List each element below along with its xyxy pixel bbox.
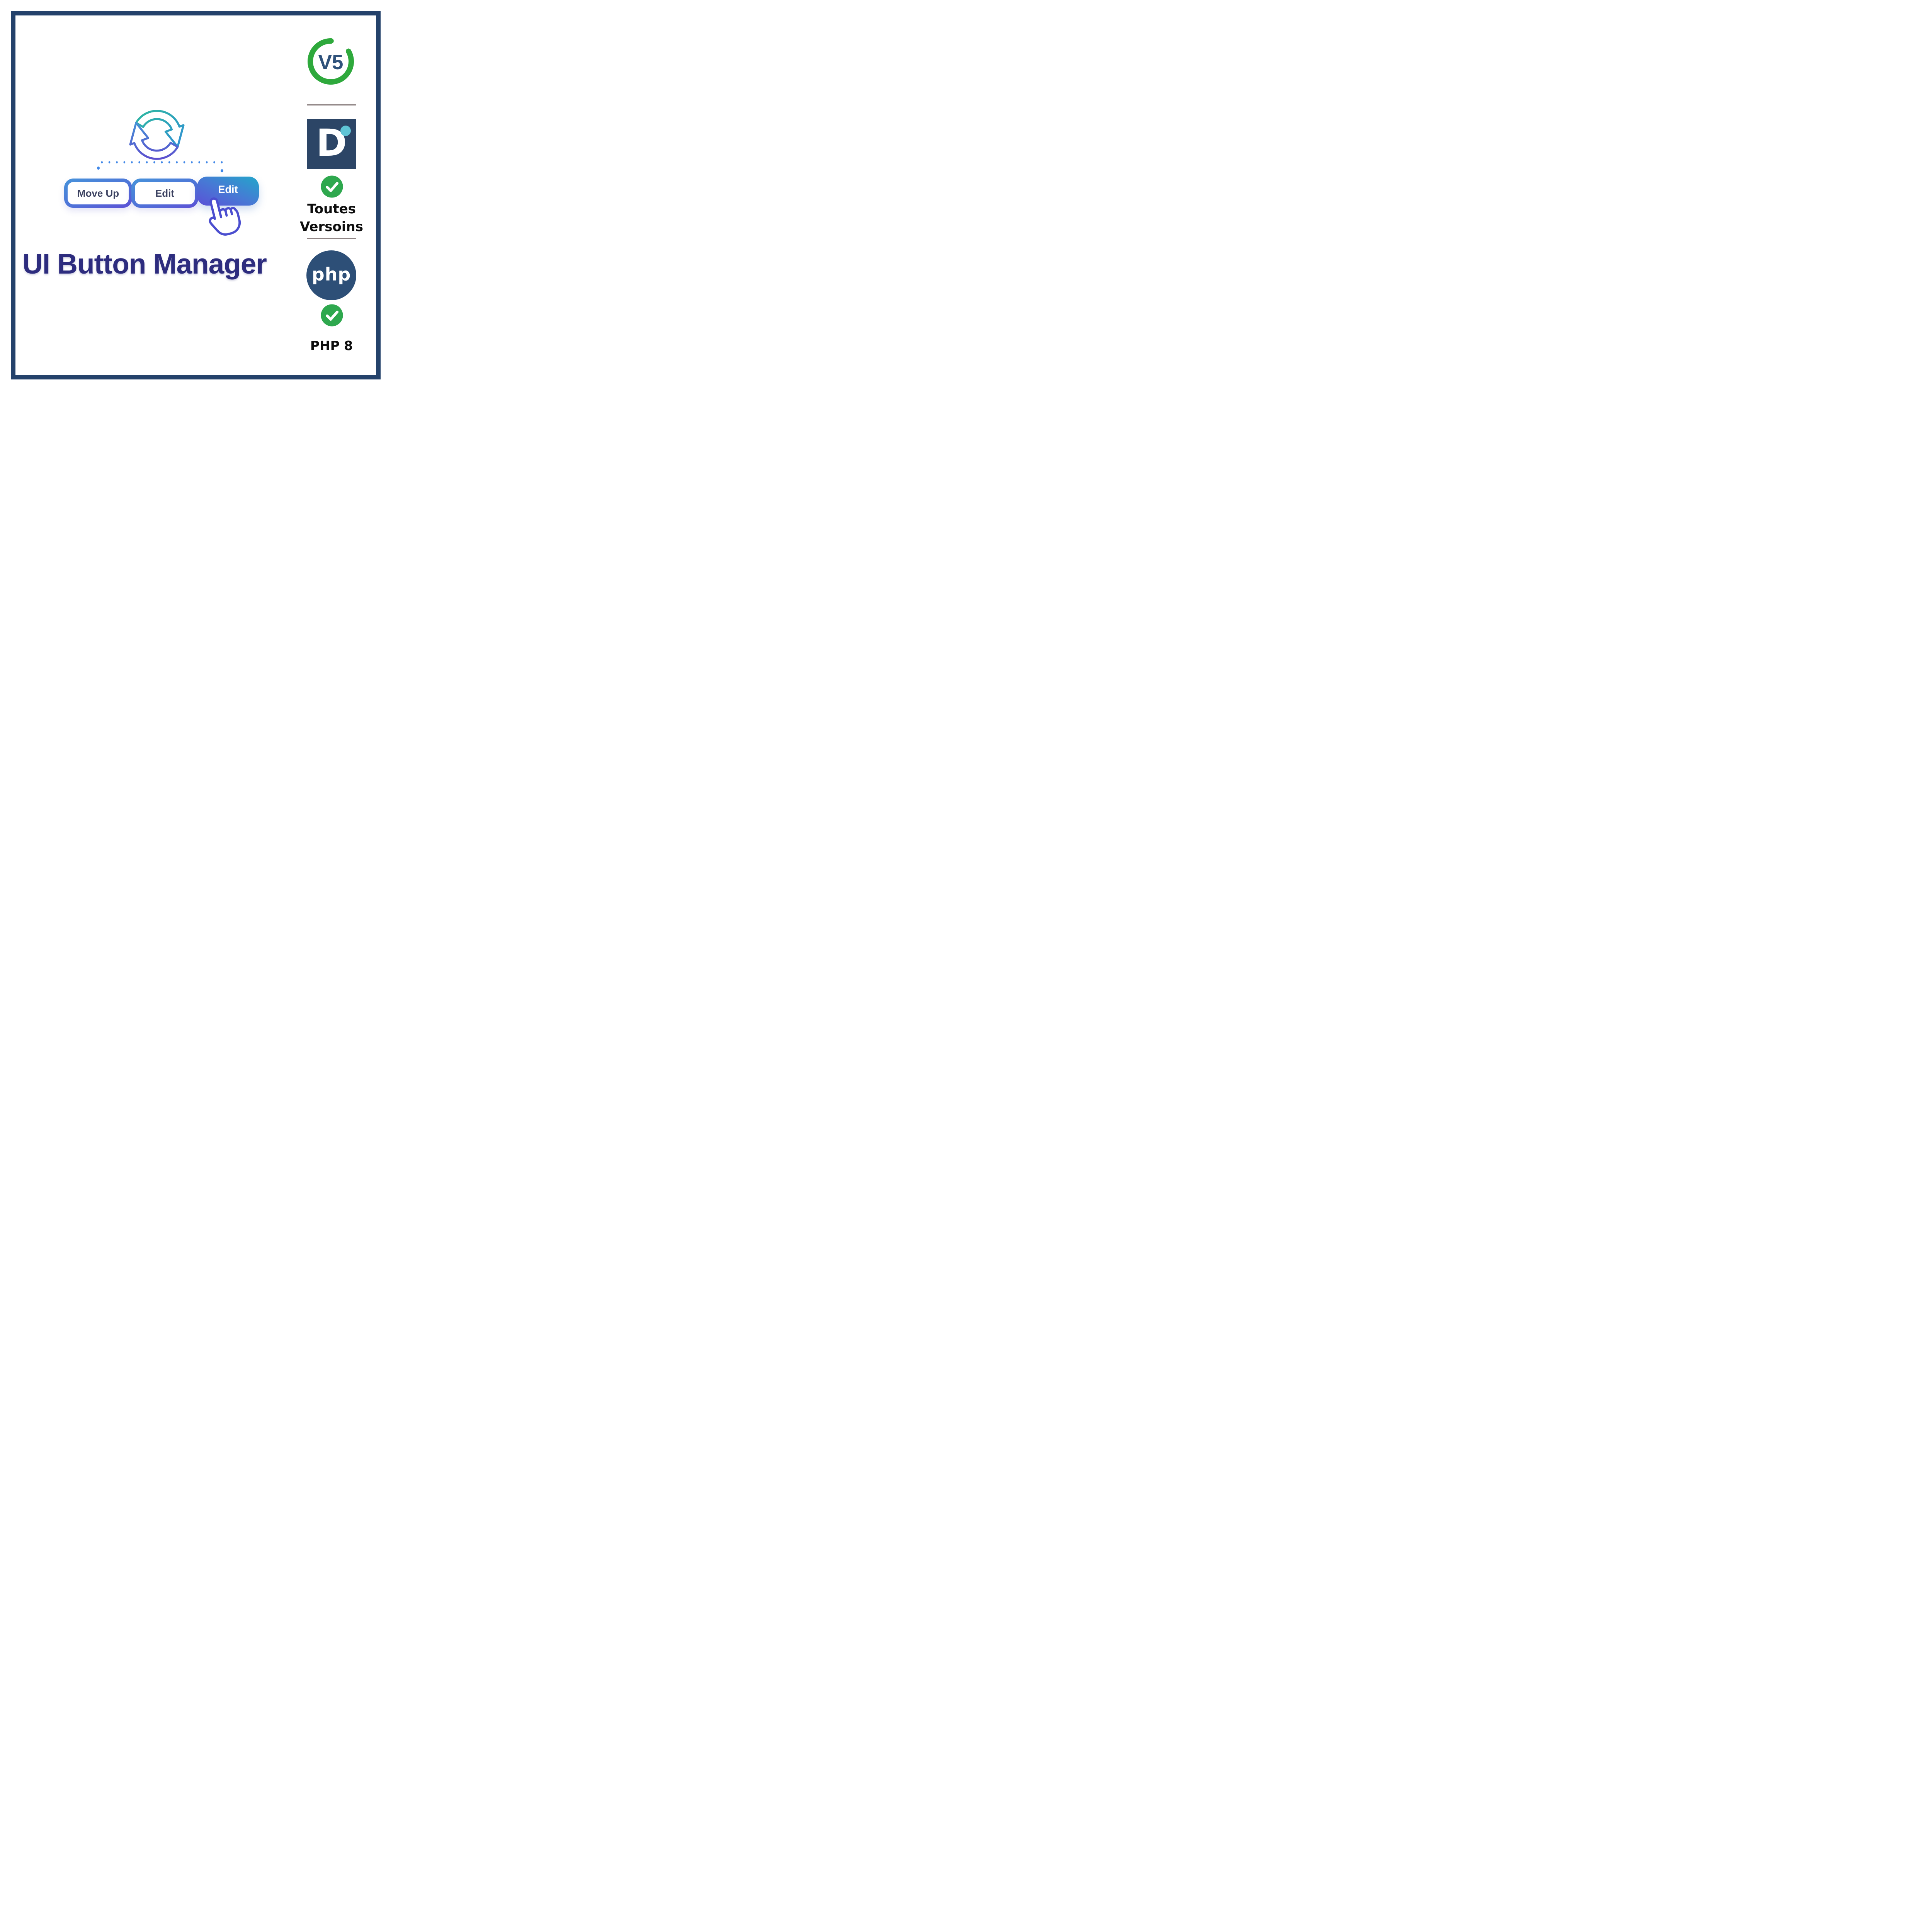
- connector-dot-right: [221, 169, 223, 172]
- all-versions-label: Toutes Versoins: [297, 200, 366, 236]
- edit-button-outline: Edit: [131, 179, 198, 208]
- promo-banner: Move Up Edit Edit UI Button Manager V5 D…: [0, 0, 391, 390]
- php8-label: PHP 8: [310, 338, 353, 353]
- check-icon: [321, 175, 343, 198]
- sync-arrows-icon: [129, 110, 185, 160]
- page-title: UI Button Manager: [22, 248, 267, 280]
- all-versions-line2: Versoins: [300, 219, 363, 235]
- php-logo: php: [306, 250, 356, 300]
- edit-button-filled: Edit: [197, 177, 259, 206]
- v5-ring-icon: [308, 38, 354, 85]
- php-logo-label: php: [311, 264, 351, 285]
- check-icon: [321, 304, 343, 327]
- dotted-connector: [98, 161, 226, 164]
- hand-pointer-icon: [209, 197, 241, 236]
- dolibarr-dot-icon: [340, 126, 351, 136]
- all-versions-line1: Toutes: [307, 201, 356, 217]
- connector-dot-left: [97, 167, 100, 170]
- version-badge-label: V5: [318, 51, 344, 74]
- version-badge: V5: [305, 36, 357, 87]
- dolibarr-logo: D: [307, 119, 356, 169]
- move-up-button: Move Up: [64, 179, 132, 208]
- divider: [307, 104, 356, 105]
- divider: [307, 238, 356, 239]
